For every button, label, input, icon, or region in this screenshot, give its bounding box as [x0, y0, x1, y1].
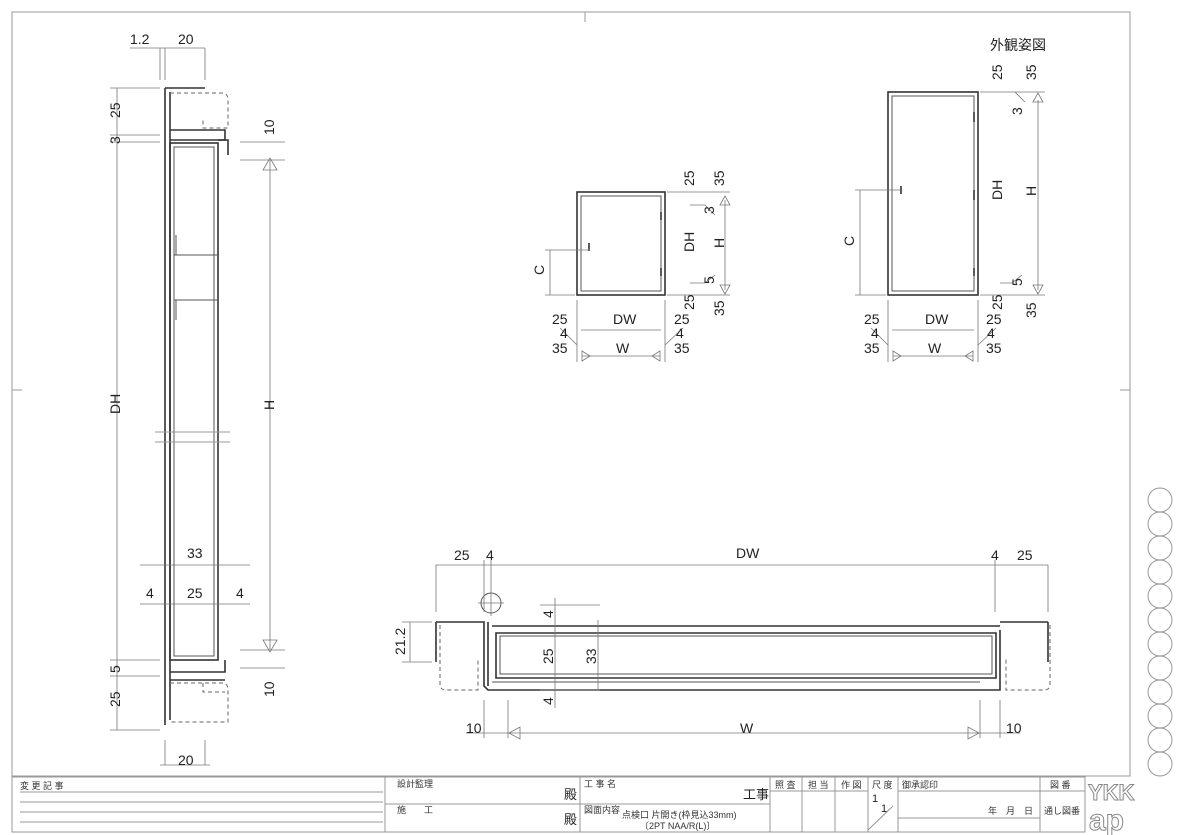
drawing-content: 点検口 片開き(枠見込33mm) — [622, 809, 737, 820]
drawing-content-label: 図面内容 — [584, 804, 620, 815]
dim-label: 25 — [989, 294, 1005, 310]
dim-label: 35 — [674, 340, 690, 356]
large-elevation-view — [855, 91, 1045, 362]
approval-label: 御承認印 — [902, 779, 938, 790]
ykk-ap-logo: YKK ap — [1088, 780, 1136, 835]
dim-label: 25 — [989, 64, 1005, 80]
drawing-content-sub: 〔2PT NAA/R(L)〕 — [640, 821, 715, 831]
dim-label: 3 — [107, 136, 123, 144]
dim-label: 10 — [1006, 720, 1022, 736]
dim-label: 4 — [540, 610, 556, 618]
binding-holes — [1147, 487, 1173, 777]
dim-label: 25 — [986, 311, 1002, 327]
dim-label: 3 — [701, 206, 717, 214]
dim-label: W — [616, 340, 630, 356]
dim-label: 4 — [486, 547, 494, 563]
dim-label: 10 — [261, 681, 277, 697]
dim-label: 4 — [676, 325, 684, 341]
scale-denominator: 1 — [881, 803, 887, 815]
dim-label: 35 — [552, 340, 568, 356]
design-supervision-label: 設計監理 — [397, 778, 433, 789]
small-elevation-dimensions: C 25 35 3 DH H 5 25 35 25 DW 25 4 4 35 W… — [531, 170, 727, 356]
section-dimensions: 1.2 20 25 3 DH 5 25 10 H 10 33 4 25 4 20 — [107, 31, 277, 768]
dim-label: H — [261, 400, 277, 410]
drawing-no-label: 図 番 — [1050, 779, 1071, 790]
dim-label: H — [1023, 186, 1039, 196]
dim-label: DH — [681, 232, 697, 252]
project-name-label: 工 事 名 — [584, 778, 616, 789]
date-label: 年 月 日 — [988, 805, 1033, 816]
dim-label: 25 — [1017, 547, 1033, 563]
dim-label: 4 — [991, 547, 999, 563]
dim-label: 5 — [107, 665, 123, 673]
dim-label: 33 — [583, 648, 599, 664]
construction-label: 施 工 — [397, 804, 433, 815]
dim-label: 35 — [1023, 302, 1039, 318]
dim-label: 25 — [107, 102, 123, 118]
dim-label: W — [740, 720, 754, 736]
honorific: 殿 — [564, 812, 577, 827]
dim-label: DW — [613, 311, 637, 327]
honorific: 殿 — [564, 787, 577, 802]
plan-section-view — [402, 560, 1051, 740]
dim-label: 21.2 — [392, 628, 408, 655]
project-suffix: 工事 — [743, 787, 769, 802]
dim-label: 25 — [674, 311, 690, 327]
drafted-label: 作 図 — [841, 779, 862, 790]
dim-label: 20 — [178, 31, 194, 47]
dim-label: 4 — [540, 697, 556, 705]
dim-label: 25 — [681, 294, 697, 310]
charge-label: 担 当 — [808, 779, 829, 790]
dim-label: H — [711, 238, 727, 248]
scale-label: 尺 度 — [872, 779, 893, 790]
dim-label: 5 — [701, 276, 717, 284]
svg-text:ap: ap — [1089, 804, 1124, 835]
dim-label: 4 — [871, 325, 879, 341]
dim-label: 35 — [986, 340, 1002, 356]
dim-label: 5 — [1009, 278, 1025, 286]
dim-label: C — [531, 265, 547, 275]
scale-numerator: 1 — [872, 793, 878, 805]
view-title: 外観姿図 — [990, 37, 1046, 53]
dim-label: 25 — [454, 547, 470, 563]
dim-label: 25 — [187, 585, 203, 601]
drawing-frame — [11, 11, 1131, 777]
dim-label: 4 — [987, 325, 995, 341]
dim-label: 35 — [864, 340, 880, 356]
plan-dimensions: 25 4 DW 4 25 21.2 4 25 33 4 10 W 10 — [392, 545, 1033, 736]
dim-label: W — [928, 340, 942, 356]
dim-label: DH — [107, 394, 123, 414]
dim-label: DW — [736, 545, 760, 561]
dim-label: 4 — [146, 585, 154, 601]
small-elevation-view — [545, 191, 731, 362]
dim-label: 4 — [560, 325, 568, 341]
dim-label: 25 — [107, 691, 123, 707]
dim-label: DH — [989, 180, 1005, 200]
dim-label: 35 — [711, 170, 727, 186]
dim-label: 1.2 — [130, 31, 150, 47]
dim-label: 25 — [864, 311, 880, 327]
serial-no-label: 通し図番 — [1044, 805, 1080, 816]
vertical-section-view — [110, 47, 285, 766]
dim-label: 25 — [681, 170, 697, 186]
change-record-label: 変 更 記 事 — [20, 780, 64, 791]
title-block: 変 更 記 事 設計監理 施 工 殿 殿 工 事 名 工事 図面内容 点検口 片… — [11, 776, 1086, 833]
check-label: 照 査 — [775, 779, 796, 790]
dim-label: 35 — [1023, 64, 1039, 80]
dim-label: 20 — [178, 752, 194, 768]
dim-label: 35 — [711, 300, 727, 316]
dim-label: 25 — [552, 311, 568, 327]
dim-label: C — [841, 236, 857, 246]
dim-label: 33 — [187, 545, 203, 561]
dim-label: 10 — [466, 720, 482, 736]
dim-label: DW — [925, 311, 949, 327]
dim-label: 10 — [261, 119, 277, 135]
dim-label: 25 — [540, 648, 556, 664]
dim-label: 4 — [236, 585, 244, 601]
large-elevation-dimensions: 外観姿図 C 25 35 3 DH H 5 25 35 25 DW 25 4 4… — [841, 37, 1046, 356]
svg-text:YKK: YKK — [1088, 780, 1135, 805]
dim-label: 3 — [1009, 107, 1025, 115]
